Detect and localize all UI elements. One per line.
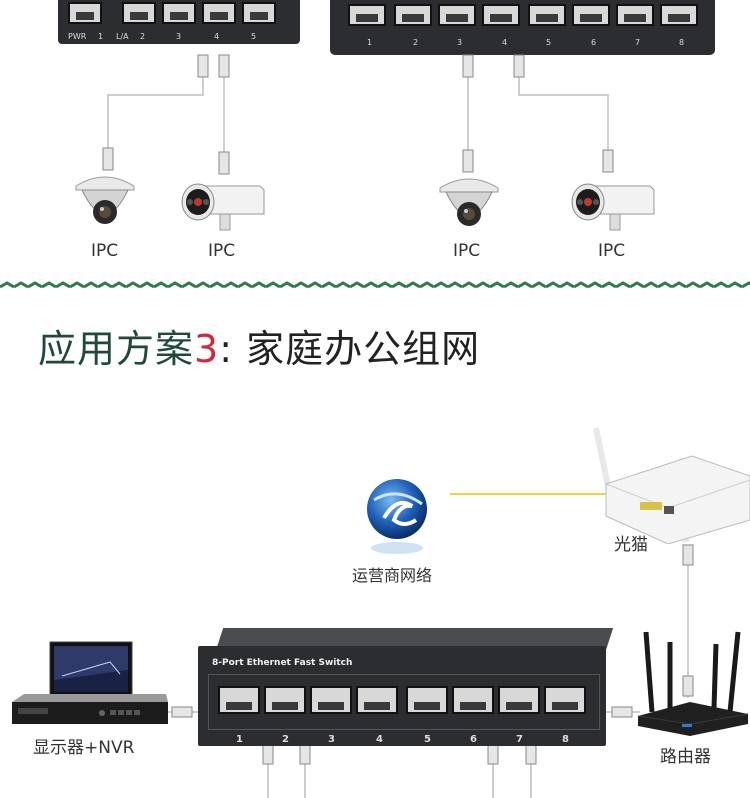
switch-port — [356, 686, 398, 714]
port-label: 5 — [251, 32, 257, 41]
port-number: 8 — [562, 734, 569, 745]
port-number: 7 — [635, 38, 641, 47]
port-number: 5 — [424, 734, 431, 745]
pwr-label: PWR — [68, 32, 87, 41]
switch-port — [438, 4, 476, 26]
port-label: 4 — [214, 32, 220, 41]
switch-port — [406, 686, 448, 714]
ipc-caption: IPC — [453, 241, 481, 261]
port-label: 3 — [176, 32, 182, 41]
dome-camera-icon — [75, 176, 135, 224]
switch-port — [498, 686, 540, 714]
switch-port — [348, 4, 386, 26]
switch-port — [544, 686, 586, 714]
top-left-switch: PWR 1 L/A 2 3 4 5 — [58, 0, 300, 44]
la-label: L/A — [116, 32, 129, 41]
port-number: 6 — [470, 734, 477, 745]
switch-port — [242, 2, 276, 24]
port-label: 2 — [140, 32, 146, 41]
title-suffix: : 家庭办公组网 — [219, 327, 481, 371]
switch-port — [68, 2, 102, 24]
bullet-camera-icon — [181, 183, 265, 231]
port-number: 2 — [282, 734, 289, 745]
switch-port — [122, 2, 156, 24]
main-switch: 8-Port Ethernet Fast Switch 1 2 3 4 5 6 … — [198, 628, 614, 746]
switch-port — [452, 686, 494, 714]
port-number: 3 — [328, 734, 335, 745]
switch-port — [394, 4, 432, 26]
switch-port — [310, 686, 352, 714]
port-number: 3 — [457, 38, 463, 47]
port-number: 2 — [413, 38, 419, 47]
port-number: 4 — [502, 38, 508, 47]
nvr-caption: 显示器+NVR — [33, 738, 135, 758]
switch-port — [162, 2, 196, 24]
ipc-caption: IPC — [208, 241, 236, 261]
port-number: 6 — [591, 38, 597, 47]
section-title: 应用方案3: 家庭办公组网 — [38, 318, 480, 373]
port-number: 7 — [516, 734, 523, 745]
title-prefix: 应用方案 — [38, 327, 195, 371]
top-cabling — [102, 54, 614, 175]
switch-port — [616, 4, 654, 26]
globe-icon — [367, 479, 427, 554]
switch-port — [218, 686, 260, 714]
dome-camera-icon — [439, 178, 499, 226]
switch-port — [528, 4, 566, 26]
switch-port — [482, 4, 520, 26]
switch-port — [202, 2, 236, 24]
port-number: 1 — [236, 734, 243, 745]
section-divider — [0, 280, 750, 290]
router-caption: 路由器 — [660, 747, 711, 767]
switch-port — [660, 4, 698, 26]
isp-caption: 运营商网络 — [352, 566, 433, 585]
modem-caption: 光猫 — [614, 535, 648, 555]
ipc-caption: IPC — [91, 241, 119, 261]
port-number: 1 — [367, 38, 373, 47]
bullet-camera-icon — [571, 183, 655, 231]
bottom-cabling — [160, 493, 694, 798]
port-number: 5 — [546, 38, 552, 47]
router-icon — [637, 631, 749, 736]
port-number: 8 — [679, 38, 685, 47]
switch-port — [264, 686, 306, 714]
port-number: 4 — [376, 734, 383, 745]
modem-icon — [593, 427, 750, 544]
switch-model-label: 8-Port Ethernet Fast Switch — [212, 658, 353, 668]
ipc-caption: IPC — [598, 241, 626, 261]
monitor-nvr-icon — [12, 641, 168, 724]
title-number: 3 — [194, 327, 220, 371]
switch-port — [572, 4, 610, 26]
port-label: 1 — [98, 32, 104, 41]
top-right-switch: 1 2 3 4 5 6 7 8 — [330, 0, 715, 55]
